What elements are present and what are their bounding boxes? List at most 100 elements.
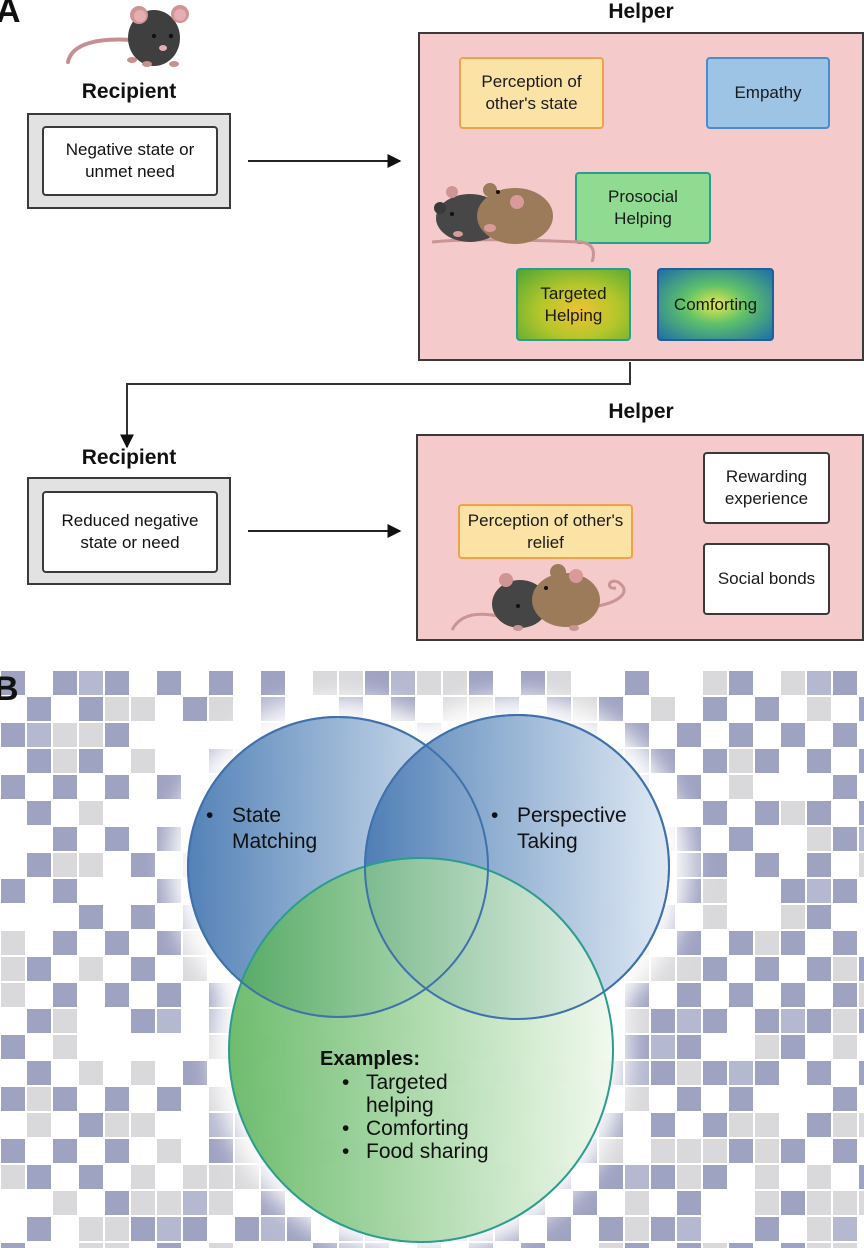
checker-cell	[625, 1243, 649, 1248]
checker-cell	[183, 1217, 207, 1241]
checker-cell	[859, 1191, 864, 1215]
checker-cell	[859, 853, 864, 877]
checker-cell	[859, 1009, 864, 1033]
checker-cell	[833, 1009, 857, 1033]
checker-cell	[599, 697, 623, 721]
checker-cell	[573, 1009, 597, 1033]
checker-cell	[625, 1087, 649, 1111]
checker-cell	[495, 905, 519, 929]
checker-cell	[1, 1165, 25, 1189]
checker-cell	[339, 957, 363, 981]
recipient-heading-top: Recipient	[81, 80, 177, 103]
checker-cell	[469, 879, 493, 903]
checker-cell	[833, 931, 857, 955]
checker-cell	[261, 983, 285, 1007]
checker-cell	[131, 1165, 155, 1189]
checker-cell	[157, 931, 181, 955]
checker-cell	[443, 749, 467, 773]
checker-cell	[79, 749, 103, 773]
checker-cell	[261, 1139, 285, 1163]
checker-cell	[365, 1217, 389, 1241]
checker-cell	[807, 1113, 831, 1137]
checker-cell	[651, 905, 675, 929]
checker-cell	[209, 879, 233, 903]
checker-cell	[807, 1191, 831, 1215]
checker-cell	[131, 1191, 155, 1215]
checker-cell	[807, 853, 831, 877]
checker-cell	[521, 749, 545, 773]
checker-cell	[755, 1217, 779, 1241]
checker-cell	[79, 1113, 103, 1137]
checker-cell	[729, 775, 753, 799]
checker-cell	[625, 671, 649, 695]
checker-cell	[469, 1191, 493, 1215]
checker-cell	[677, 1061, 701, 1085]
checker-cell	[755, 1113, 779, 1137]
checker-cell	[807, 1165, 831, 1189]
checker-cell	[573, 1139, 597, 1163]
checker-cell	[287, 853, 311, 877]
panel-b-label: B	[0, 670, 19, 708]
checker-cell	[703, 1113, 727, 1137]
checker-cell	[651, 957, 675, 981]
checker-cell	[287, 1139, 311, 1163]
checker-cell	[651, 1165, 675, 1189]
node-rewarding-experience: Rewarding experience	[703, 452, 830, 524]
checker-cell	[105, 983, 129, 1007]
checker-cell	[27, 697, 51, 721]
checker-cell	[755, 1035, 779, 1059]
checker-cell	[677, 775, 701, 799]
checker-cell	[131, 1009, 155, 1033]
checker-cell	[495, 749, 519, 773]
checker-cell	[157, 1087, 181, 1111]
checker-cell	[833, 1217, 857, 1241]
checker-cell	[625, 1009, 649, 1033]
checker-cell	[391, 775, 415, 799]
checker-cell	[443, 697, 467, 721]
checker-cell	[521, 1243, 545, 1248]
checker-cell	[105, 931, 129, 955]
checker-cell	[53, 1191, 77, 1215]
checker-cell	[547, 931, 571, 955]
checker-cell	[677, 957, 701, 981]
checker-cell	[703, 749, 727, 773]
checker-cell	[79, 1217, 103, 1241]
checker-cell	[495, 1009, 519, 1033]
checker-cell	[287, 905, 311, 929]
checker-cell	[755, 931, 779, 955]
checker-cell	[209, 1009, 233, 1033]
checker-cell	[469, 931, 493, 955]
checker-cell	[703, 1243, 727, 1248]
checker-cell	[209, 1139, 233, 1163]
example-item: Comforting	[340, 1117, 540, 1140]
checker-cell	[27, 957, 51, 981]
checker-cell	[729, 1243, 753, 1248]
checker-cell	[157, 1243, 181, 1248]
checker-cell	[573, 1087, 597, 1111]
checker-cell	[365, 1243, 389, 1248]
checker-cell	[261, 749, 285, 773]
checker-cell	[105, 1113, 129, 1137]
checker-cell	[157, 879, 181, 903]
checker-cell	[287, 749, 311, 773]
bullet-icon: •	[206, 804, 214, 827]
checker-cell	[79, 1243, 103, 1248]
checker-cell	[729, 723, 753, 747]
checker-cell	[1, 931, 25, 955]
checker-cell	[183, 697, 207, 721]
checker-cell	[521, 853, 545, 877]
node-social-bonds: Social bonds	[703, 543, 830, 615]
checker-cell	[27, 801, 51, 825]
checker-cell	[183, 905, 207, 929]
node-comforting: Comforting	[657, 268, 774, 341]
checker-cell	[105, 697, 129, 721]
checker-cell	[27, 1217, 51, 1241]
checker-cell	[547, 957, 571, 981]
checker-cell	[27, 853, 51, 877]
checker-cell	[365, 879, 389, 903]
checker-cell	[443, 1217, 467, 1241]
checker-cell	[573, 749, 597, 773]
checker-cell	[313, 749, 337, 773]
checker-cell	[339, 697, 363, 721]
checker-cell	[833, 1113, 857, 1137]
